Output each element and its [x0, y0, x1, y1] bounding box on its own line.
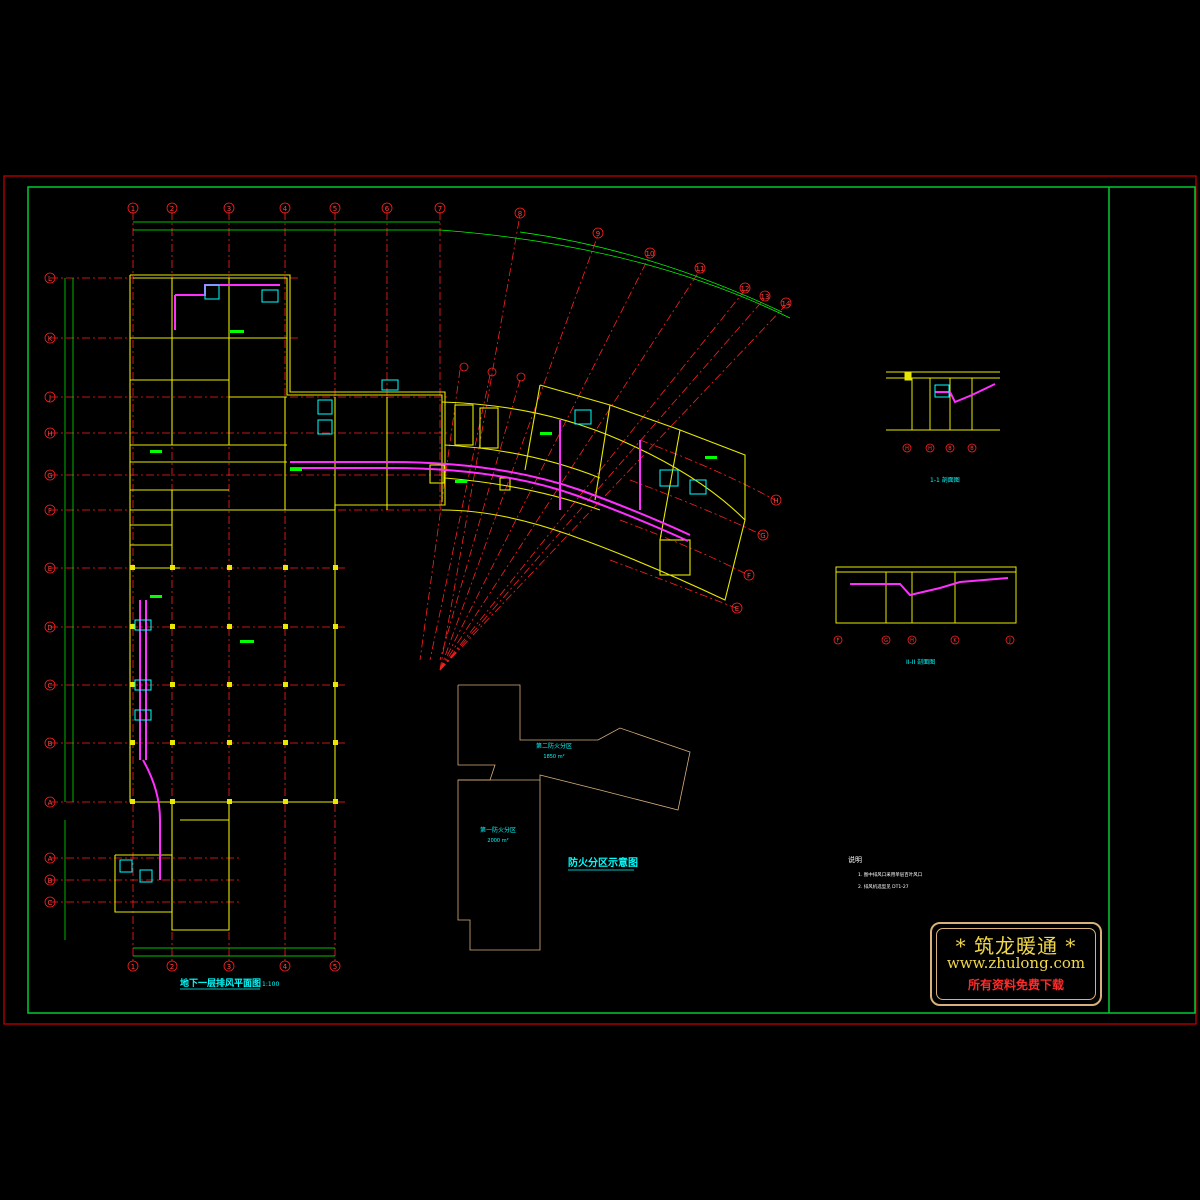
section-1-axis-bubbles: [902, 443, 977, 453]
bottom-axis-labels: 1 2 3 4 5: [131, 963, 337, 971]
axis-label: 8: [518, 210, 522, 218]
axis-label: 2: [170, 963, 174, 971]
radial-grid-axes: [419, 214, 787, 671]
axis-label: 7: [438, 205, 442, 213]
svg-text:H: H: [910, 638, 914, 644]
section-1-axis-labels: H H B B: [905, 446, 974, 452]
fire-zone-2-area: 1850 m²: [543, 754, 564, 760]
axis-label: 5: [333, 205, 337, 213]
svg-text:F: F: [837, 638, 840, 644]
dimension-lines: [64, 221, 791, 957]
left-axis-labels: L K J H G F E D C B A A B C: [47, 275, 52, 907]
axis-label: L: [48, 275, 52, 283]
section-2-axis-labels: F G H K J: [837, 638, 1011, 644]
axis-label: 9: [596, 230, 600, 238]
axis-label: 3: [227, 205, 231, 213]
axis-label: 12: [741, 285, 750, 293]
fire-zone-diagram: [457, 684, 691, 951]
fire-zone-title: 防火分区示意图: [568, 856, 638, 869]
svg-text:K: K: [953, 638, 957, 644]
building-walls: [114, 274, 446, 931]
outer-frame: [3, 175, 1197, 1025]
svg-text:B: B: [970, 446, 974, 452]
svg-text:H: H: [928, 446, 932, 452]
axis-label: D: [47, 624, 52, 632]
zhulong-watermark-stamp: * 筑龙暖通 * www.zhulong.com 所有资料免费下载: [930, 922, 1102, 1006]
section-2-title: II-II 剖面图: [906, 658, 935, 666]
axis-label: 14: [782, 300, 791, 308]
section-1-title: 1-1 剖面图: [930, 476, 960, 484]
axis-label: 4: [283, 205, 288, 213]
curved-ring-axes: [609, 439, 776, 609]
axis-label: G: [760, 532, 765, 540]
axis-label: E: [48, 565, 52, 573]
inner-frame: [27, 186, 1196, 1014]
exhaust-ducts: [139, 284, 691, 880]
axis-label: 2: [170, 205, 174, 213]
axis-label: 1: [131, 963, 135, 971]
note-1: 1. 图中排风口采用单层百叶风口: [858, 871, 922, 878]
top-axis-bubbles: [127, 202, 446, 214]
axis-label: 3: [227, 963, 231, 971]
note-2: 2. 排风机选型见 DT1-27: [858, 883, 909, 890]
section-1-drawing: [886, 371, 1000, 431]
svg-text:B: B: [948, 446, 952, 452]
stamp-url: www.zhulong.com: [946, 954, 1086, 972]
axis-label: 11: [696, 265, 705, 273]
axis-label: F: [48, 507, 52, 515]
section-2-drawing: [835, 566, 1017, 624]
equipment-symbols: [119, 284, 707, 883]
left-axis-bubbles: [44, 272, 56, 908]
bottom-axis-bubbles: [127, 960, 341, 972]
section-1-fan: [934, 384, 950, 398]
axis-label: J: [48, 394, 51, 402]
room-tags: [150, 330, 717, 643]
axis-label: B: [48, 877, 53, 885]
section-2-duct: [850, 577, 1009, 597]
curved-axis-bubbles: [459, 207, 792, 614]
top-axis-labels: 1 2 3 4 5 6 7: [131, 205, 442, 213]
axis-label: H: [773, 497, 778, 505]
axis-label: 6: [385, 205, 390, 213]
fire-zone-2-label: 第二防火分区: [536, 742, 572, 750]
axis-label: 10: [646, 250, 655, 258]
structural-columns: [130, 565, 338, 804]
curved-axis-labels: 8 9 10 11 12 13 14 H G F E: [518, 210, 791, 613]
plan-title: 地下一层排风平面图: [180, 977, 261, 989]
section-2-axis-bubbles: [833, 635, 1015, 645]
plan-scale: 1:100: [262, 981, 279, 988]
axis-label: C: [48, 899, 53, 907]
axis-label: F: [747, 572, 751, 580]
axis-label: E: [735, 605, 739, 613]
stamp-title: * 筑龙暖通 *: [955, 934, 1077, 958]
axis-label: 4: [283, 963, 288, 971]
fire-zone-1-label: 第一防火分区: [480, 826, 516, 834]
axis-label: A: [48, 799, 53, 807]
axis-label: 5: [333, 963, 337, 971]
stamp-free-download: 所有资料免费下载: [967, 978, 1064, 992]
axis-label: 1: [131, 205, 135, 213]
section-1-duct: [935, 383, 996, 404]
svg-text:H: H: [905, 446, 909, 452]
stamp-inner-border: [936, 928, 1096, 1000]
axis-label: A: [48, 855, 53, 863]
svg-text:J: J: [1008, 638, 1010, 644]
curved-wing-walls: [429, 384, 746, 601]
axis-label: H: [47, 430, 52, 438]
axis-label: B: [48, 740, 53, 748]
horizontal-grid-axes: [50, 277, 450, 903]
svg-text:G: G: [884, 638, 888, 644]
axis-label: K: [48, 335, 53, 343]
fire-zone-1-area: 2000 m²: [487, 838, 508, 844]
axis-label: 13: [761, 293, 770, 301]
notes-heading: 说明: [848, 855, 862, 864]
axis-label: G: [47, 472, 52, 480]
axis-label: C: [48, 682, 53, 690]
